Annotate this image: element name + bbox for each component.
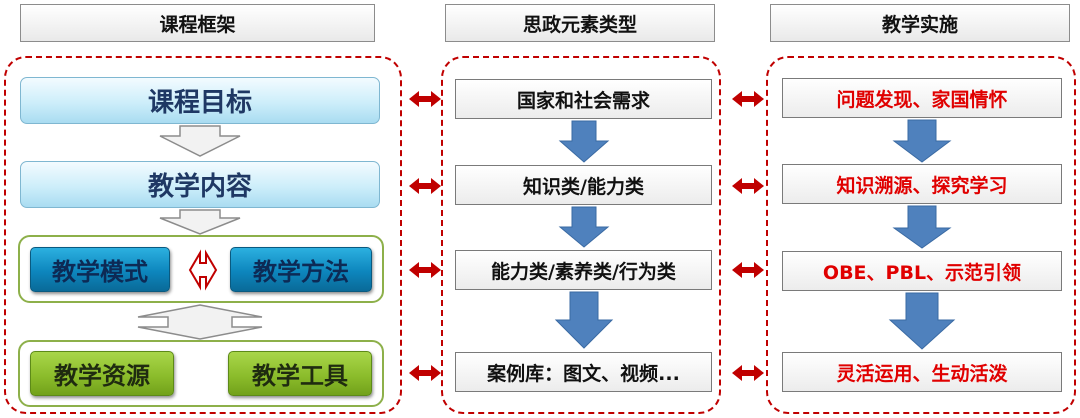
impl-arrow-1	[892, 119, 952, 163]
impl-arrow-3	[888, 292, 956, 350]
implementation-item-2: 知识溯源、探究学习	[782, 164, 1062, 204]
framework-group	[4, 56, 402, 414]
implementation-item-4: 灵活运用、生动活泼	[782, 352, 1062, 392]
link-arrow-b1	[732, 91, 764, 107]
course-goal-box: 课程目标	[20, 77, 380, 124]
link-arrow-a1	[409, 91, 441, 107]
teaching-method-box: 教学方法	[230, 247, 372, 292]
implementation-item-1: 问题发现、家国情怀	[782, 78, 1062, 118]
element-item-3: 能力类/素养类/行为类	[455, 250, 712, 290]
teaching-tool-box: 教学工具	[228, 351, 372, 396]
elements-group	[441, 56, 721, 414]
impl-arrow-2	[892, 205, 952, 249]
elements-arrow-3	[554, 291, 614, 349]
link-arrow-b2	[732, 178, 764, 194]
element-item-2: 知识类/能力类	[455, 165, 712, 205]
header-elements: 思政元素类型	[445, 4, 715, 42]
header-implementation: 教学实施	[770, 4, 1070, 42]
link-arrow-b3	[732, 262, 764, 278]
link-arrow-a4	[409, 365, 441, 381]
header-framework: 课程框架	[20, 4, 375, 42]
teaching-mode-box: 教学模式	[30, 247, 170, 292]
element-item-1: 国家和社会需求	[455, 79, 712, 119]
teaching-content-box: 教学内容	[20, 161, 380, 208]
link-arrow-b4	[732, 365, 764, 381]
element-item-4: 案例库：图文、视频...	[455, 352, 712, 392]
implementation-group	[766, 56, 1076, 414]
elements-arrow-1	[558, 120, 610, 163]
teaching-resource-box: 教学资源	[30, 351, 174, 396]
link-arrow-a2	[409, 178, 441, 194]
link-arrow-a3	[409, 262, 441, 278]
implementation-item-3: OBE、PBL、示范引领	[782, 251, 1062, 291]
elements-arrow-2	[558, 206, 610, 248]
